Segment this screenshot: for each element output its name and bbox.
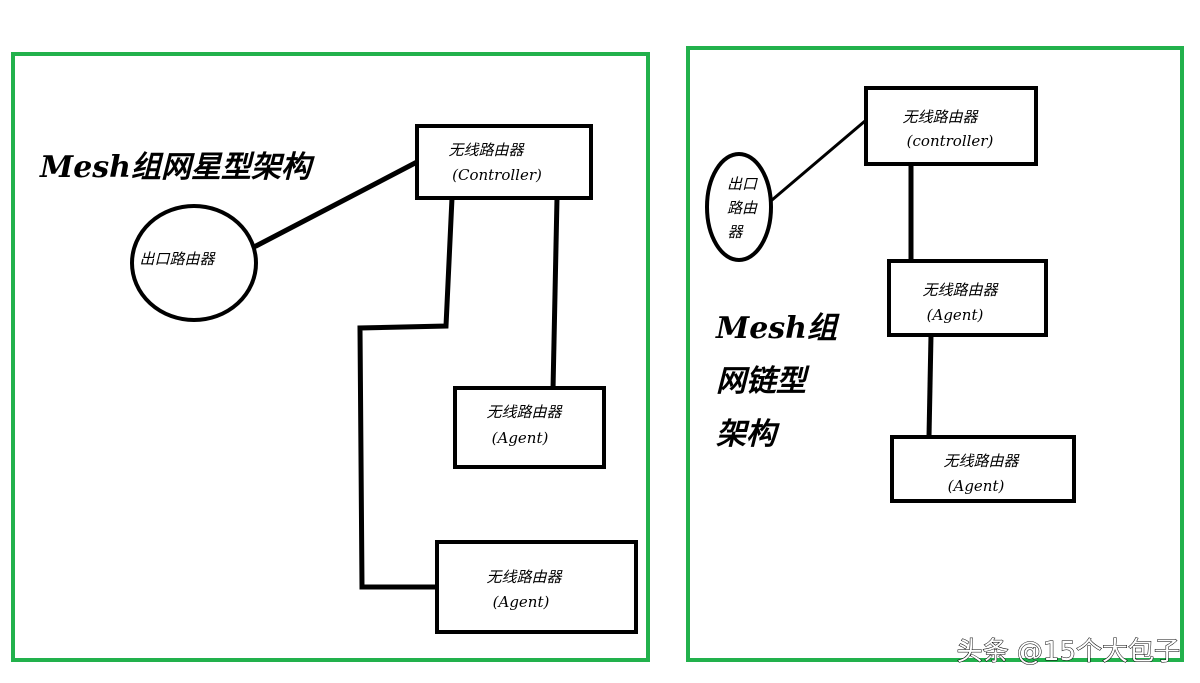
- watermark: 头条 @15个大包子: [957, 637, 1180, 667]
- agent-box: [887, 259, 1048, 337]
- exit-router-label: 出口路由器: [139, 250, 216, 268]
- controller-role: (controller): [907, 132, 994, 150]
- agent-role: (Agent): [927, 306, 984, 324]
- link-exit-to-controller: [770, 119, 867, 202]
- star-panel-frame: [11, 52, 650, 662]
- star-agent-node-2: 无线路由器 (Agent): [435, 540, 638, 634]
- chain-agent-node-2: 无线路由器 (Agent): [890, 435, 1076, 503]
- exit-router-label-line-1: 出口: [727, 175, 758, 193]
- agent-role: (Agent): [948, 477, 1005, 495]
- agent-box: [890, 435, 1076, 503]
- controller-box: [864, 86, 1038, 166]
- chain-topology-panel: Mesh组 网链型 架构 出口 路由 器 无线路由器 (controller) …: [686, 46, 1184, 662]
- star-exit-router: 出口路由器: [130, 204, 258, 322]
- star-controller-node: 无线路由器 (Controller): [415, 124, 593, 200]
- agent-name: 无线路由器: [486, 568, 563, 586]
- controller-box: [415, 124, 593, 200]
- agent-box: [435, 540, 638, 634]
- chain-exit-router: 出口 路由 器: [705, 152, 773, 262]
- controller-name: 无线路由器: [902, 108, 979, 126]
- chain-agent-node-1: 无线路由器 (Agent): [887, 259, 1048, 337]
- link-controller-to-agent-1: [550, 197, 560, 391]
- link-controller-to-agent-2: [357, 197, 455, 590]
- star-topology-panel: Mesh组网星型架构 出口路由器 无线路由器 (Controller) 无线路由…: [11, 52, 650, 662]
- link-exit-to-controller: [253, 159, 420, 249]
- exit-router-node: [705, 152, 773, 262]
- chain-panel-frame: [686, 46, 1184, 662]
- chain-title-line-1: Mesh组: [715, 311, 840, 346]
- agent-box: [453, 386, 606, 469]
- agent-name: 无线路由器: [486, 403, 563, 421]
- agent-name: 无线路由器: [922, 281, 999, 299]
- agent-role: (Agent): [493, 593, 550, 611]
- exit-router-node: [130, 204, 258, 322]
- agent-role: (Agent): [492, 429, 549, 447]
- chain-title-line-3: 架构: [716, 417, 780, 452]
- controller-role: (Controller): [452, 166, 542, 184]
- controller-name: 无线路由器: [448, 141, 525, 159]
- link-agent-1-to-agent-2: [926, 334, 934, 438]
- agent-name: 无线路由器: [943, 452, 1020, 470]
- exit-router-label-line-2: 路由: [727, 199, 758, 217]
- star-agent-node-1: 无线路由器 (Agent): [453, 386, 606, 469]
- chain-controller-node: 无线路由器 (controller): [864, 86, 1038, 166]
- chain-title-line-2: 网链型: [716, 364, 810, 399]
- star-title: Mesh组网星型架构: [39, 150, 315, 185]
- exit-router-label-line-3: 器: [727, 223, 744, 241]
